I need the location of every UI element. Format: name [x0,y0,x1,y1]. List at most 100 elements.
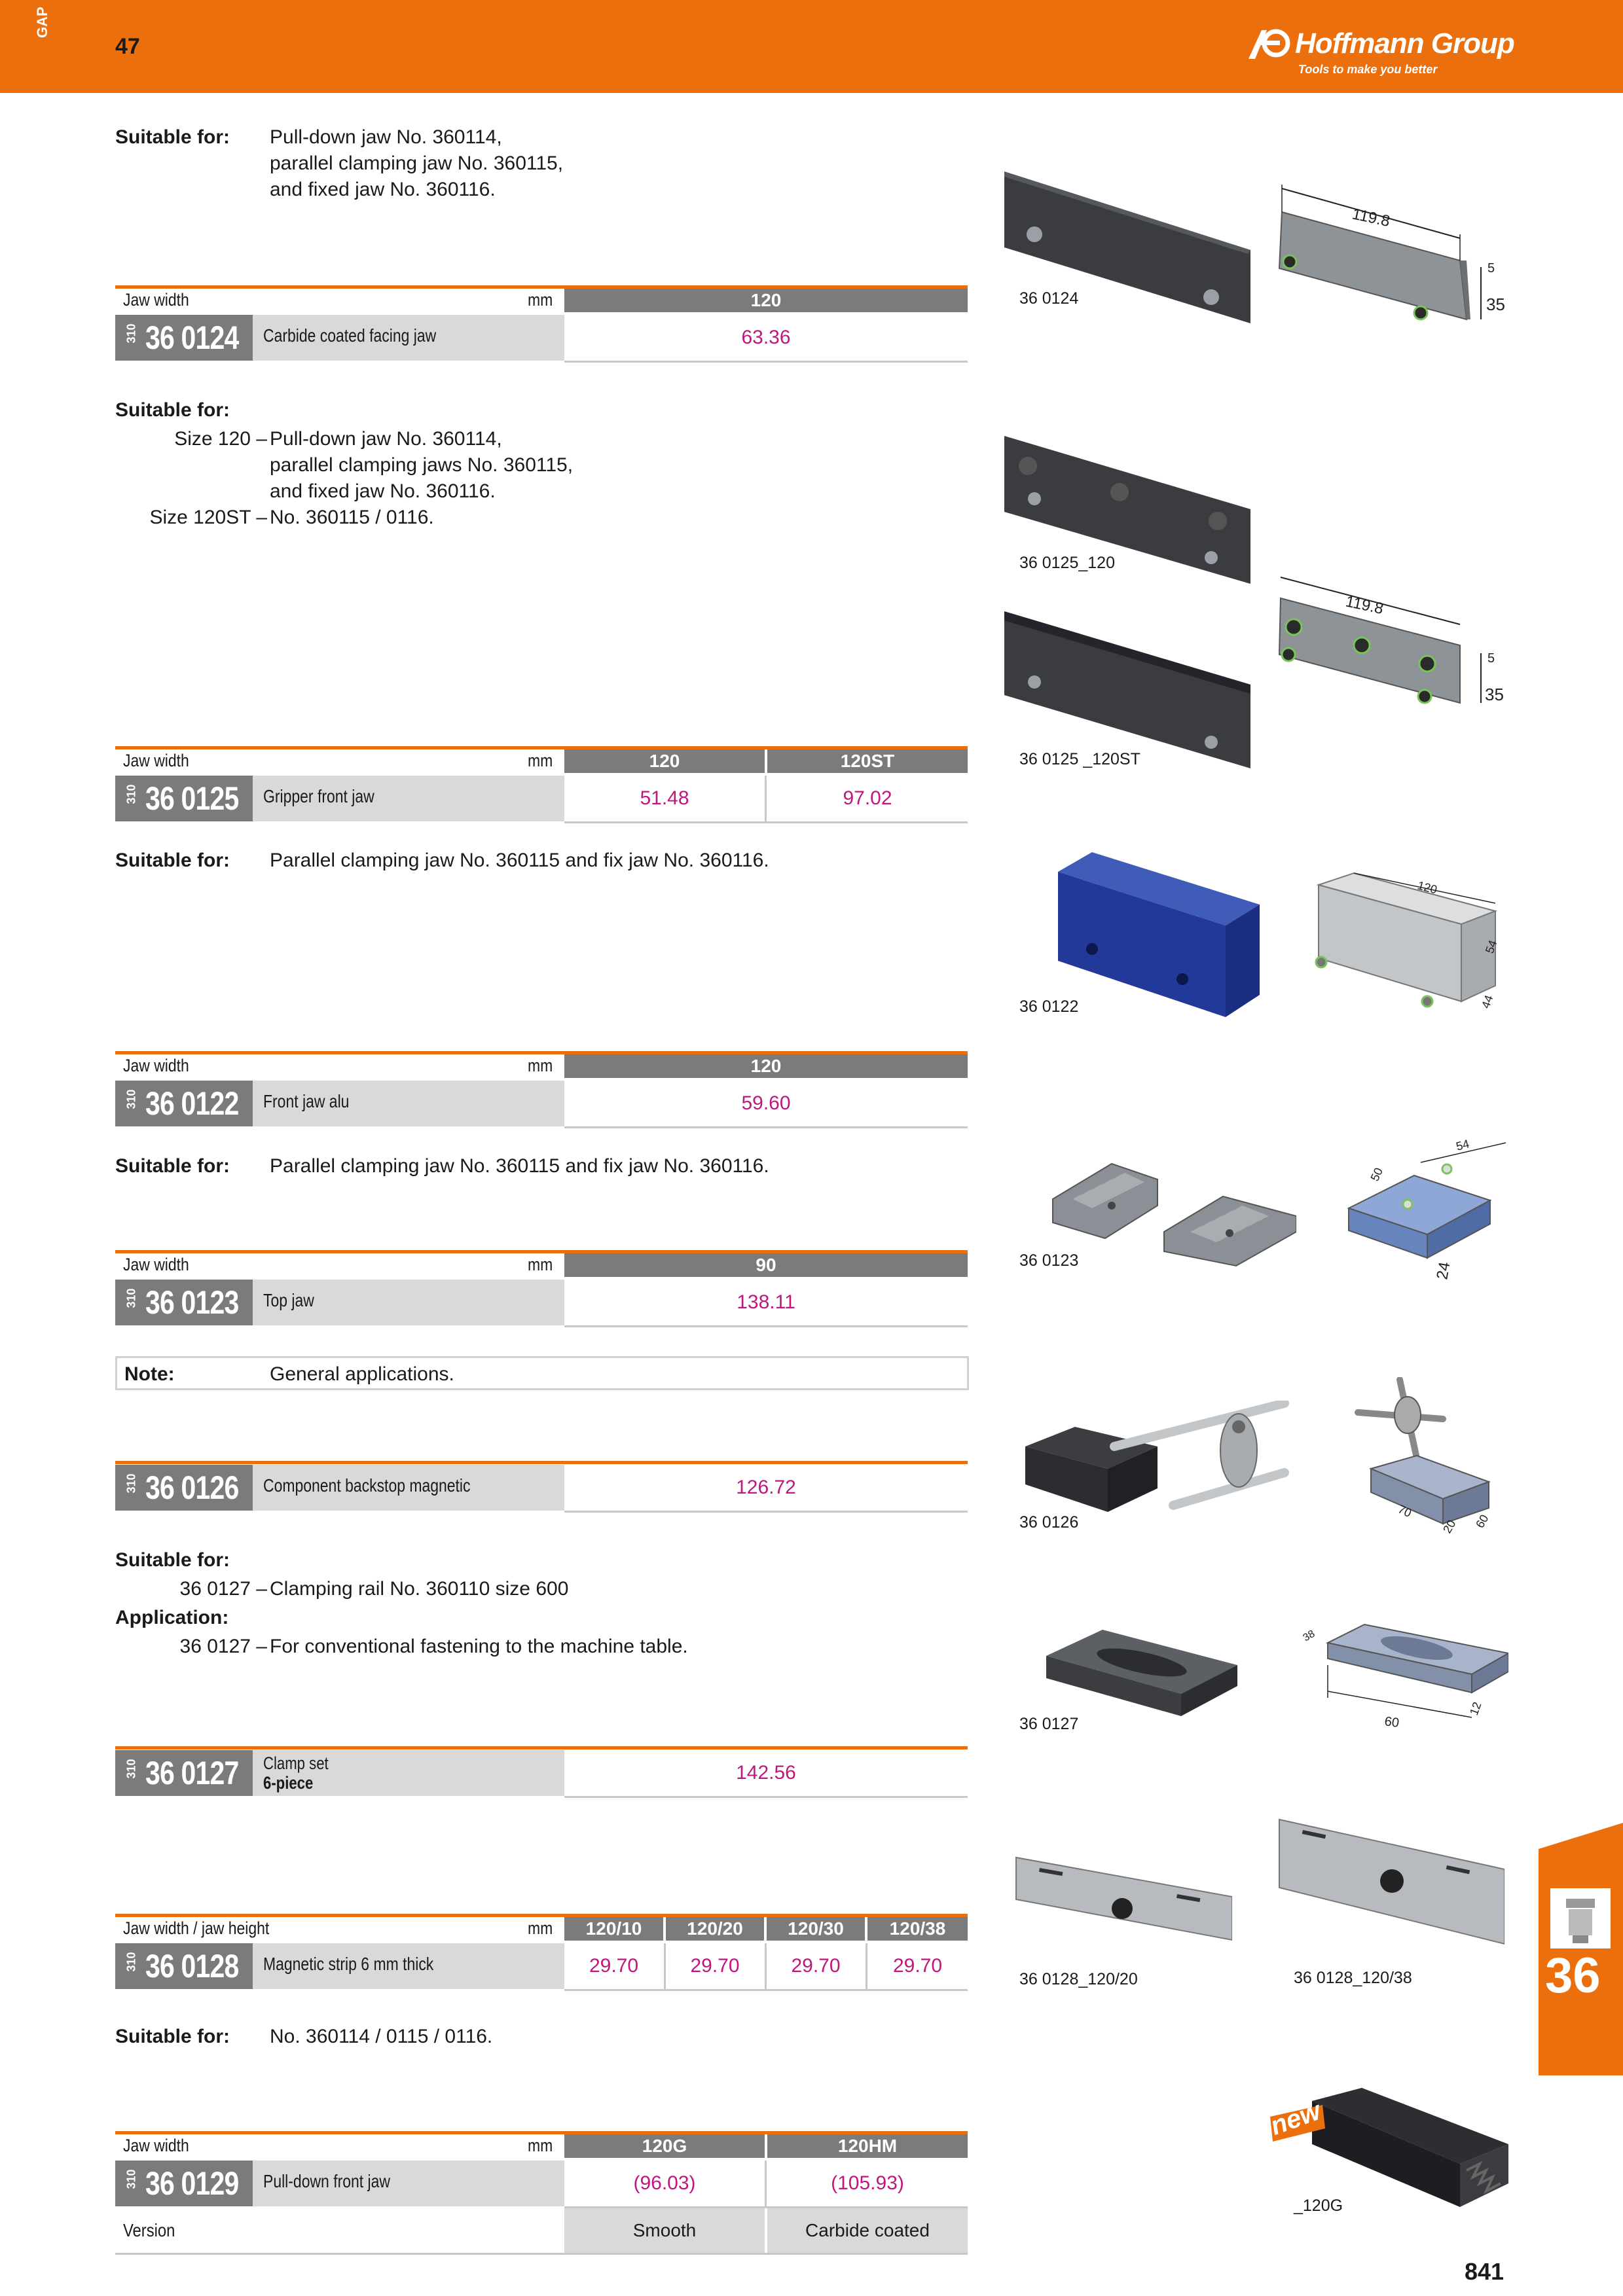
figure-label: 36 0126 [1019,1513,1079,1532]
product-description: Top jaw [263,1290,314,1310]
product-description: Carbide coated facing jaw [263,325,437,346]
product-description: Gripper front jaw [263,786,374,806]
note-text: General applications. [270,1363,454,1385]
article-number-box: 310 36 0128 [115,1943,253,1989]
clamp-drawing: 38 60 12 [1302,1623,1508,1731]
article-number: 36 0126 [145,1469,239,1506]
figure-label: 36 0128_120/20 [1019,1970,1138,1988]
dim-height: 35 [1486,295,1505,314]
figure-label: 36 0125 _120ST [1019,750,1140,768]
article-prefix: 310 [124,2169,138,2189]
article-prefix: 310 [124,784,138,804]
size-label: Size 120ST – [149,507,267,528]
carbide-jaw-image [1004,171,1250,323]
chapter-tab [1539,1823,1623,2075]
article-prefix: 310 [124,1759,138,1779]
carbide-jaw-drawing: 119.8 5 35 [1278,185,1505,321]
dim-depth: 44 [1479,994,1496,1011]
logo-tagline: Tools to make you better [1298,63,1438,76]
suitable-label: Suitable for: [115,850,230,871]
product-table-360125: Jaw width mm 120 120ST 310 36 0125 Gripp… [115,746,968,825]
figure-label: _120G [1294,2197,1343,2215]
version-row: Version Smooth Carbide coated [115,2208,968,2255]
size-column-header: 120/38 [867,1917,968,1941]
page-header [0,0,1623,93]
gripper-jaw-st-image [1004,611,1250,768]
figure-label: 36 0124 [1019,289,1079,308]
dim-thickness: 5 [1487,261,1495,276]
figure-label: 36 0128_120/38 [1294,1969,1412,1987]
suitable-line: parallel clamping jaws No. 360115, [270,454,574,476]
article-number-box: 310 36 0127 [115,1750,253,1796]
dim-length: 119.8 [1351,205,1392,230]
figure-label: 36 0123 [1019,1251,1079,1270]
suitable-line: and fixed jaw No. 360116. [270,480,496,502]
version-value: Carbide coated [767,2208,968,2253]
product-table-360128: Jaw width / jaw height mm 120/10 120/20 … [115,1914,968,1992]
size-column-header: 120/20 [666,1917,764,1941]
hoffmann-logo-icon [1249,29,1290,59]
product-description: Pull-down front jaw [263,2171,390,2191]
article-number: 36 0128 [145,1948,239,1984]
product-table-360123: Jaw width mm 90 310 36 0123 Top jaw 138.… [115,1250,968,1329]
magnetic-strip-20-image [1015,1856,1232,1941]
price: 29.70 [791,1955,841,1977]
suitable-line: Parallel clamping jaw No. 360115 and fix… [270,850,769,871]
article-prefix: 310 [124,323,138,344]
dim-thickness: 5 [1487,651,1495,666]
product-description: Component backstop magnetic [263,1475,471,1496]
suitable-line: Pull-down jaw No. 360114, [270,126,502,148]
logo-text: Hoffmann Group [1295,27,1515,60]
size-column-header: 120/10 [564,1917,663,1941]
unit-label: mm [528,1255,553,1274]
suitable-line: Parallel clamping jaw No. 360115 and fix… [270,1155,769,1177]
article-number-box: 310 36 0126 [115,1465,253,1511]
magnetic-backstop-image [1025,1401,1289,1512]
article-number: 36 0125 [145,780,239,817]
product-description-line2: 6-piece [263,1773,314,1793]
suitable-label: Suitable for: [115,1155,230,1177]
article-prefix: 310 [124,1952,138,1972]
dim-width: 38 [1302,1628,1317,1644]
unit-label: mm [528,2136,553,2155]
article-prefix: 310 [124,1288,138,1308]
product-table-360126: 310 36 0126 Component backstop magnetic … [115,1461,968,1513]
dim-height: 35 [1485,685,1504,704]
gripper-jaw-image [1004,436,1250,584]
size-column-header: 120 [564,289,968,312]
note-label: Note: [124,1363,175,1385]
article-number-box: 310 36 0123 [115,1280,253,1325]
price: 29.70 [589,1955,639,1977]
price: 63.36 [741,327,791,348]
unit-label: mm [528,751,553,770]
column-header-label: Jaw width [123,2136,189,2155]
size-column-header: 90 [564,1253,968,1277]
suitable-line: parallel clamping jaw No. 360115, [270,152,564,174]
price: 29.70 [690,1955,740,1977]
suitable-label: Suitable for: [115,399,230,421]
article-prefix: 310 [124,1089,138,1109]
article-prefix: 310 [124,1473,138,1494]
gripper-jaw-drawing: 119.8 5 35 [1278,577,1504,704]
clamp-image [1046,1630,1237,1716]
size-column-header: 120 [564,1054,968,1078]
size-label: 36 0127 – [179,1636,267,1657]
size-column-header: 120/30 [767,1917,865,1941]
price: 138.11 [737,1291,795,1313]
article-number: 36 0122 [145,1085,239,1122]
article-number-box: 310 36 0125 [115,776,253,821]
column-header-label: Jaw width / jaw height [123,1918,270,1938]
article-number: 36 0127 [145,1755,239,1791]
top-jaw-image [1052,1162,1296,1267]
dim-length: 60 [1383,1714,1400,1731]
figure-label: 36 0122 [1019,997,1079,1016]
column-header-label: Jaw width [123,1056,189,1075]
dim-length: 119.8 [1344,592,1385,618]
price: 59.60 [741,1092,791,1114]
unit-label: mm [528,1056,553,1075]
size-column-header: 120G [564,2134,765,2158]
dim-length: 50 [1368,1166,1385,1183]
product-table-360127: 310 36 0127 Clamp set 6-piece 142.56 [115,1746,968,1799]
price: (105.93) [831,2172,904,2194]
suitable-line: No. 360115 / 0116. [270,507,434,528]
